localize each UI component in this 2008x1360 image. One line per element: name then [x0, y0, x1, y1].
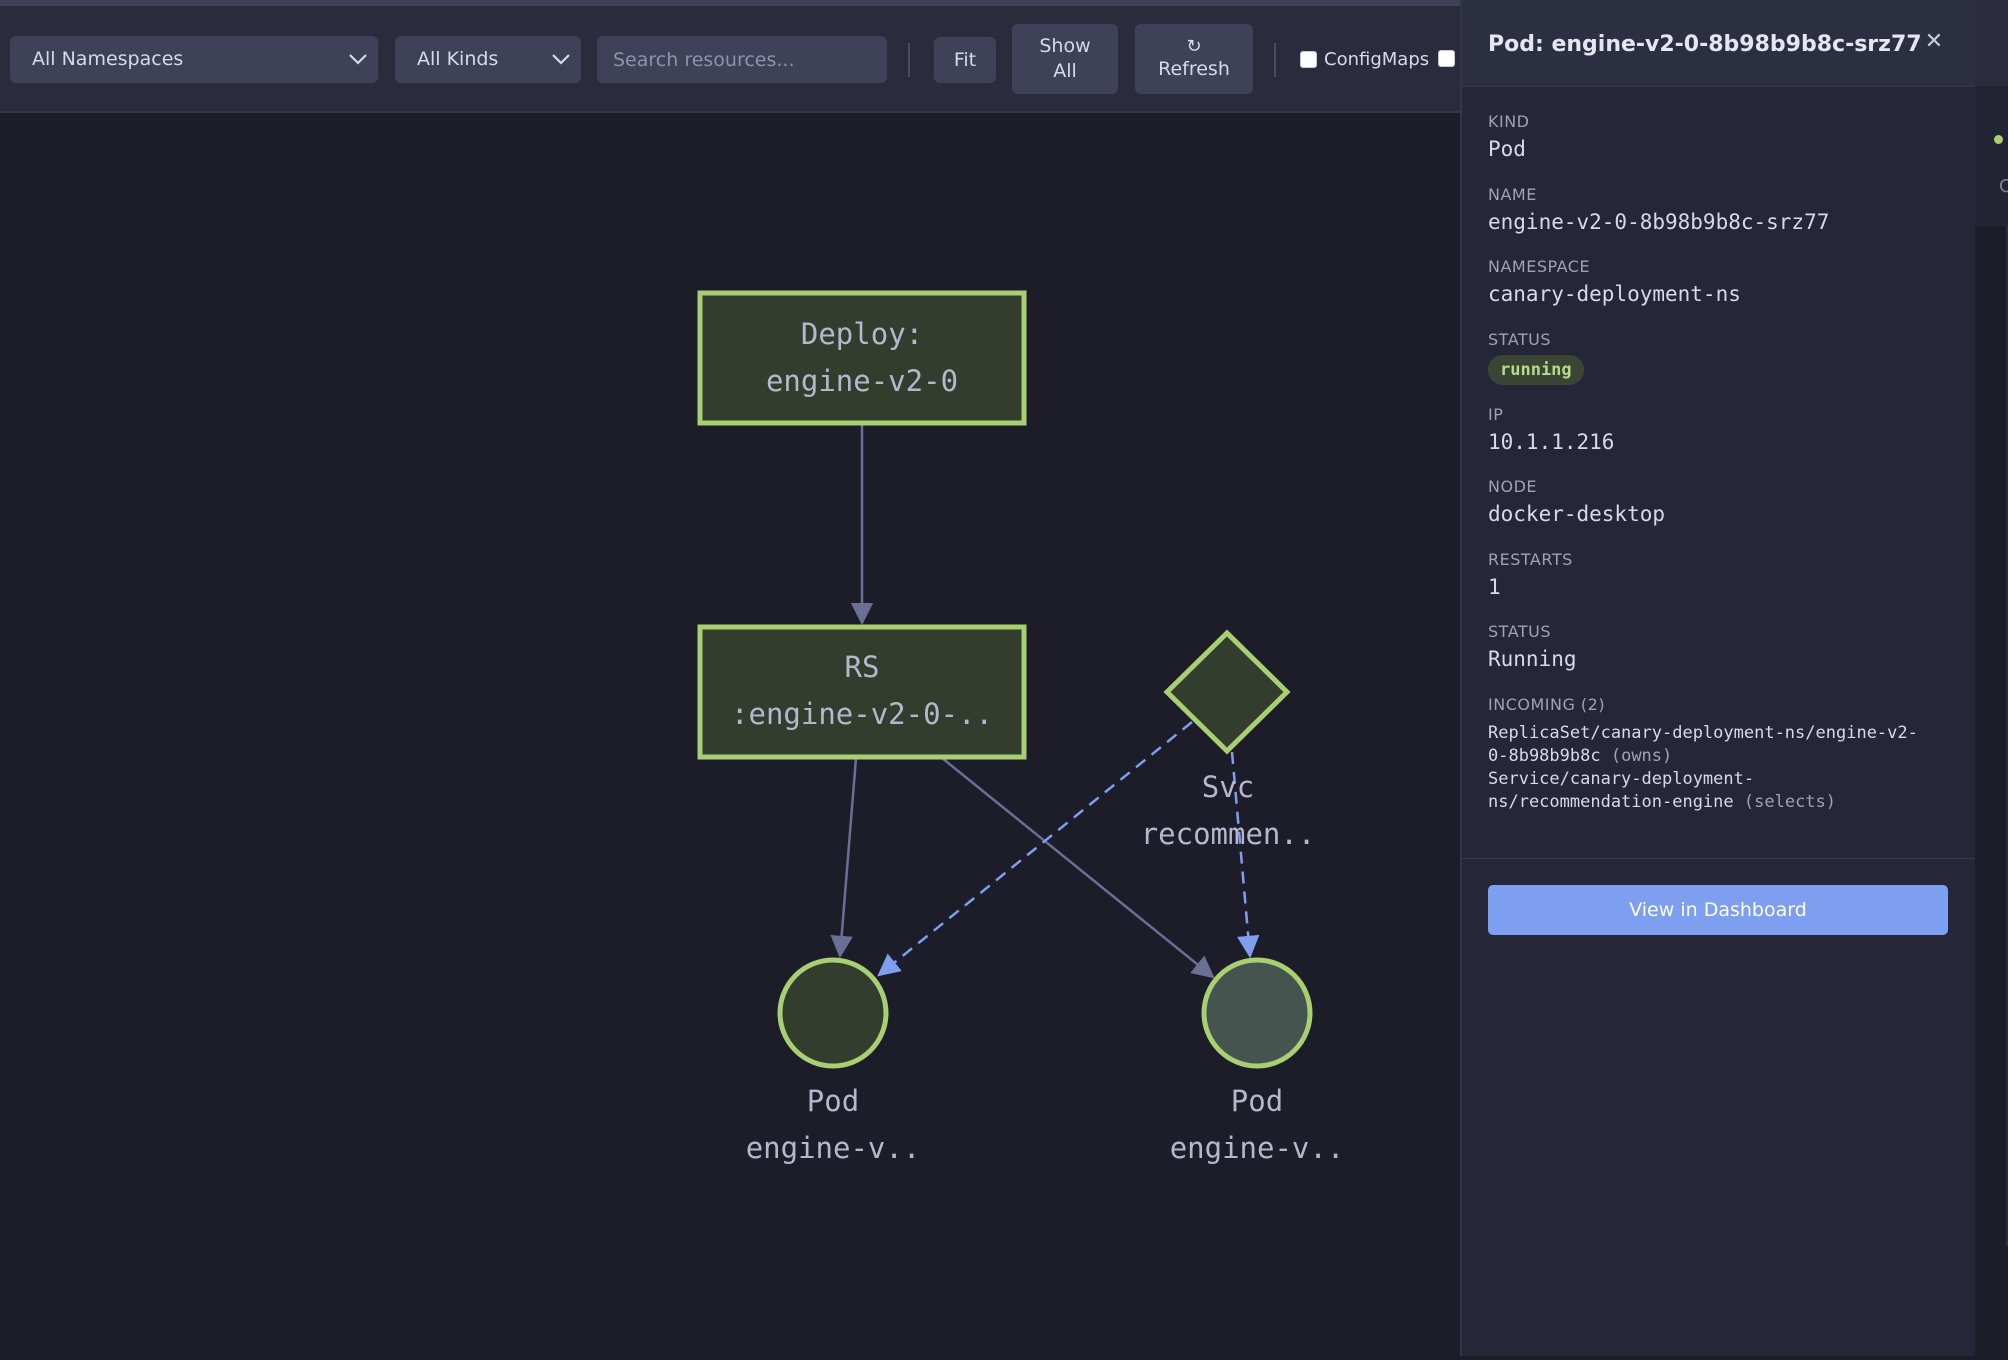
view-in-dashboard-button[interactable]: View in Dashboard [1488, 885, 1948, 935]
status-dot-icon [1994, 135, 2003, 144]
details-panel-title: Pod: engine-v2-0-8b98b9b8c-srz77 [1488, 32, 1922, 57]
field-restarts-value: 1 [1488, 575, 1573, 599]
selected-pod-node-name: engine-v.. [1170, 1131, 1345, 1165]
field-node: NODE docker-desktop [1488, 477, 1665, 526]
replicaset-node-kind: RS [845, 650, 880, 684]
right-side-panel-card [1975, 86, 2008, 226]
pod-node[interactable] [780, 960, 886, 1066]
field-status-label: STATUS [1488, 330, 1584, 349]
status-badge: running [1488, 355, 1584, 385]
incoming-item-line2: 0-8b98b9b8c [1488, 746, 1601, 766]
field-name-label: NAME [1488, 185, 1829, 204]
selected-pod-node[interactable] [1204, 960, 1310, 1066]
incoming-item-relation: (selects) [1744, 792, 1836, 812]
incoming-item: ReplicaSet/canary-deployment-ns/engine-v… [1488, 722, 1958, 768]
field-namespace: NAMESPACE canary-deployment-ns [1488, 257, 1741, 306]
incoming-item-relation: (owns) [1611, 746, 1672, 766]
fit-button-label: Fit [954, 48, 976, 73]
toolbar-divider [1274, 43, 1276, 77]
service-node-name: recommen.. [1141, 817, 1316, 851]
field-ip-value: 10.1.1.216 [1488, 430, 1614, 454]
field-kind-value: Pod [1488, 137, 1530, 161]
toolbar: All Namespaces All Kinds Fit Show All ↻ … [0, 6, 1460, 113]
toolbar-divider [908, 43, 910, 77]
field-namespace-value: canary-deployment-ns [1488, 282, 1741, 306]
field-ip-label: IP [1488, 405, 1614, 424]
field-name: NAME engine-v2-0-8b98b9b8c-srz77 [1488, 185, 1829, 234]
right-side-panel-text: C [1999, 176, 2008, 197]
refresh-button[interactable]: ↻ Refresh [1135, 24, 1253, 94]
incoming-item: Service/canary-deployment- ns/recommenda… [1488, 768, 1958, 814]
search-input[interactable] [597, 36, 887, 83]
configmaps-toggle[interactable]: ConfigMaps [1300, 49, 1429, 70]
edge-rs-to-pod2 [942, 758, 1213, 977]
field-node-value: docker-desktop [1488, 502, 1665, 526]
configmaps-label: ConfigMaps [1324, 49, 1429, 70]
namespace-select[interactable]: All Namespaces [10, 36, 378, 83]
service-node[interactable] [1167, 633, 1287, 751]
kind-select-value: All Kinds [417, 48, 498, 70]
right-side-panel-header [1975, 0, 2008, 86]
field-status-phase: STATUS Running [1488, 622, 1577, 671]
pod-node-kind: Pod [807, 1084, 859, 1118]
chevron-down-icon [344, 36, 372, 83]
panel-divider [1462, 858, 1975, 859]
refresh-button-label: Refresh [1158, 57, 1230, 82]
deployment-node-name: engine-v2-0 [766, 364, 958, 398]
field-kind: KIND Pod [1488, 112, 1530, 161]
selected-pod-node-kind: Pod [1231, 1084, 1283, 1118]
details-panel-header: Pod: engine-v2-0-8b98b9b8c-srz77 ✕ [1462, 0, 1975, 87]
field-namespace-label: NAMESPACE [1488, 257, 1741, 276]
field-restarts-label: RESTARTS [1488, 550, 1573, 569]
incoming-item-line1: ReplicaSet/canary-deployment-ns/engine-v… [1488, 722, 1958, 745]
field-name-value: engine-v2-0-8b98b9b8c-srz77 [1488, 210, 1829, 234]
field-kind-label: KIND [1488, 112, 1530, 131]
incoming-item-line1: Service/canary-deployment- [1488, 768, 1958, 791]
incoming-item-line2-wrap: 0-8b98b9b8c (owns) [1488, 745, 1958, 768]
kind-select[interactable]: All Kinds [395, 36, 581, 83]
show-all-label-line2: All [1053, 59, 1077, 84]
service-node-kind: Svc [1202, 770, 1254, 804]
right-side-panel: C [1975, 0, 2008, 1356]
incoming-list: ReplicaSet/canary-deployment-ns/engine-v… [1488, 722, 1958, 814]
edge-rs-to-pod1 [840, 758, 856, 956]
replicaset-node-name: :engine-v2-0-.. [731, 697, 993, 731]
details-panel: Pod: engine-v2-0-8b98b9b8c-srz77 ✕ KIND … [1460, 0, 1975, 1356]
field-incoming: INCOMING (2) ReplicaSet/canary-deploymen… [1488, 695, 1958, 814]
field-status-phase-label: STATUS [1488, 622, 1577, 641]
deployment-node[interactable] [700, 293, 1024, 423]
field-status-phase-value: Running [1488, 647, 1577, 671]
field-ip: IP 10.1.1.216 [1488, 405, 1614, 454]
field-restarts: RESTARTS 1 [1488, 550, 1573, 599]
right-side-panel-body [1975, 226, 2008, 1246]
show-all-button[interactable]: Show All [1012, 24, 1118, 94]
refresh-icon: ↻ [1186, 37, 1201, 57]
field-node-label: NODE [1488, 477, 1665, 496]
incoming-item-line2: ns/recommendation-engine [1488, 792, 1734, 812]
pod-node-name: engine-v.. [746, 1131, 921, 1165]
chevron-down-icon [547, 36, 575, 83]
replicaset-node[interactable] [700, 627, 1024, 757]
deployment-node-kind: Deploy: [801, 317, 923, 351]
close-icon[interactable]: ✕ [1918, 26, 1950, 58]
field-status: STATUS running [1488, 330, 1584, 385]
incoming-item-line2-wrap: ns/recommendation-engine (selects) [1488, 791, 1958, 814]
fit-button[interactable]: Fit [934, 37, 996, 83]
show-all-label-line1: Show [1039, 34, 1090, 59]
graph-canvas[interactable]: Deploy: engine-v2-0 RS :engine-v2-0-.. S… [0, 113, 1460, 1356]
field-incoming-label: INCOMING (2) [1488, 695, 1958, 714]
namespace-select-value: All Namespaces [32, 48, 183, 70]
configmaps-checkbox[interactable] [1300, 51, 1317, 68]
graph-svg: Deploy: engine-v2-0 RS :engine-v2-0-.. S… [0, 113, 1460, 1356]
secondary-checkbox[interactable] [1438, 50, 1455, 67]
